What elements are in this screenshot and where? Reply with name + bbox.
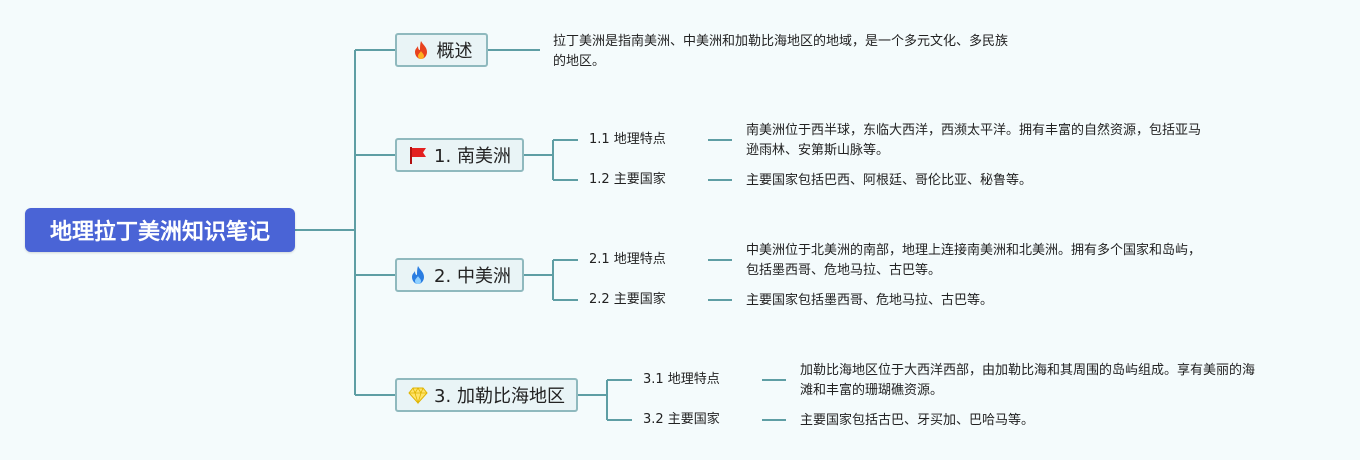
desc-line: 主要国家包括巴西、阿根廷、哥伦比亚、秘鲁等。: [746, 173, 1033, 188]
sub-topic-countries[interactable]: 1.2 主要国家: [589, 172, 666, 187]
sub-topic-geography[interactable]: 2.1 地理特点: [589, 252, 666, 267]
sub-topic-geography[interactable]: 1.1 地理特点: [589, 132, 666, 147]
branch-caribbean[interactable]: 3. 加勒比海地区: [395, 378, 578, 412]
branch-south-america[interactable]: 1. 南美洲: [395, 138, 524, 172]
desc-line: 主要国家包括墨西哥、危地马拉、古巴等。: [746, 293, 994, 308]
sub-topic-geography[interactable]: 3.1 地理特点: [643, 372, 720, 387]
fire-icon: [411, 40, 431, 60]
desc-line: 中美洲位于北美洲的南部，地理上连接南美洲和北美洲。拥有多个国家和岛屿，: [746, 243, 1202, 258]
overview-description: 拉丁美洲是指南美洲、中美洲和加勒比海地区的地域，是一个多元文化、多民族 的地区。: [553, 32, 1008, 72]
central-america-countries-description: 主要国家包括墨西哥、危地马拉、古巴等。: [746, 291, 993, 311]
gem-icon: [408, 385, 428, 405]
south-america-countries-description: 主要国家包括巴西、阿根廷、哥伦比亚、秘鲁等。: [746, 171, 1032, 191]
desc-line: 拉丁美洲是指南美洲、中美洲和加勒比海地区的地域，是一个多元文化、多民族: [553, 34, 1009, 49]
sub-topic-countries[interactable]: 2.2 主要国家: [589, 292, 666, 307]
south-america-geography-description: 南美洲位于西半球，东临大西洋，西濒太平洋。拥有丰富的自然资源，包括亚马 逊雨林、…: [746, 121, 1201, 161]
desc-line: 主要国家包括古巴、牙买加、巴哈马等。: [800, 413, 1035, 428]
caribbean-geography-description: 加勒比海地区位于大西洋西部，由加勒比海和其周围的岛屿组成。享有美丽的海 滩和丰富…: [800, 361, 1255, 401]
central-america-geography-description: 中美洲位于北美洲的南部，地理上连接南美洲和北美洲。拥有多个国家和岛屿， 包括墨西…: [746, 241, 1201, 281]
red-flag-icon: [408, 145, 428, 165]
desc-line: 滩和丰富的珊瑚礁资源。: [800, 383, 944, 398]
caribbean-countries-description: 主要国家包括古巴、牙买加、巴哈马等。: [800, 411, 1034, 431]
desc-line: 包括墨西哥、危地马拉、古巴等。: [746, 263, 942, 278]
sub-topic-countries[interactable]: 3.2 主要国家: [643, 412, 720, 427]
desc-line: 逊雨林、安第斯山脉等。: [746, 143, 890, 158]
branch-overview-label: 概述: [436, 41, 473, 62]
root-topic[interactable]: 地理拉丁美洲知识笔记: [25, 208, 295, 252]
root-title: 地理拉丁美洲知识笔记: [49, 220, 270, 245]
branch-central-america[interactable]: 2. 中美洲: [395, 258, 524, 292]
branch-central-america-label: 2. 中美洲: [434, 266, 511, 287]
desc-line: 加勒比海地区位于大西洋西部，由加勒比海和其周围的岛屿组成。享有美丽的海: [800, 363, 1256, 378]
desc-line: 的地区。: [553, 54, 606, 69]
blue-flame-icon: [408, 265, 428, 285]
branch-south-america-label: 1. 南美洲: [434, 146, 511, 167]
desc-line: 南美洲位于西半球，东临大西洋，西濒太平洋。拥有丰富的自然资源，包括亚马: [746, 123, 1202, 138]
branch-overview[interactable]: 概述: [395, 33, 488, 67]
branch-caribbean-label: 3. 加勒比海地区: [434, 386, 565, 407]
